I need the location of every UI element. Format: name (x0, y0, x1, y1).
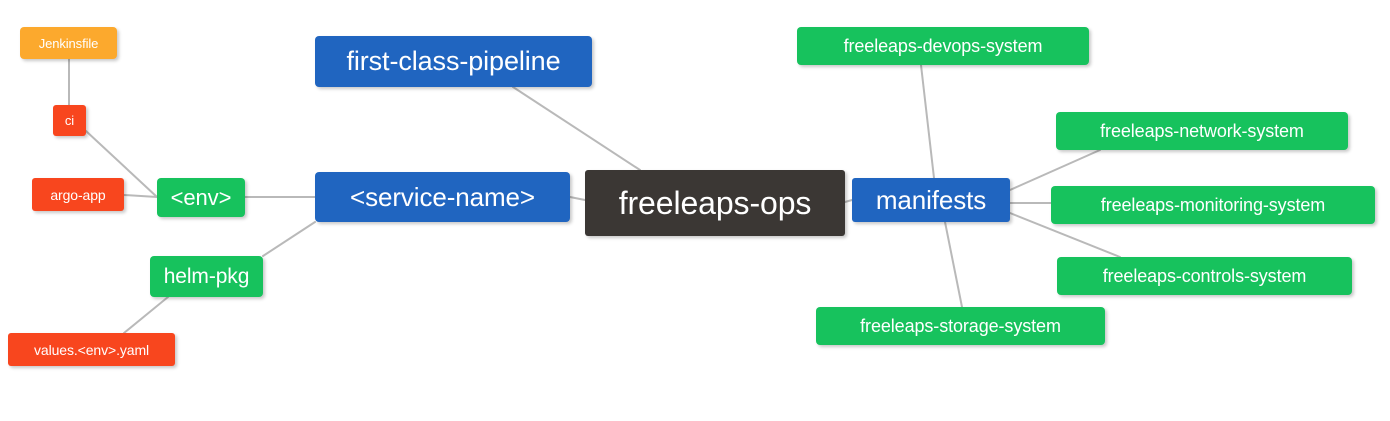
node-first-class-pipeline[interactable]: first-class-pipeline (315, 36, 592, 87)
node-argo-app[interactable]: argo-app (32, 178, 124, 211)
node-manifests[interactable]: manifests (852, 178, 1010, 222)
node-ci[interactable]: ci (53, 105, 86, 136)
edge-argo-app-to-env (123, 194, 158, 198)
edge-manifests-to-freeleaps-network-system (1009, 149, 1101, 191)
edge-first-class-pipeline-to-freeleaps-ops (512, 86, 641, 171)
node-jenkinsfile[interactable]: Jenkinsfile (20, 27, 117, 59)
node-helm-pkg[interactable]: helm-pkg (150, 256, 263, 297)
edge-helm-pkg-to-values-env-yaml (123, 296, 169, 334)
edge-manifests-to-freeleaps-storage-system (944, 221, 963, 308)
node-freeleaps-devops-system[interactable]: freeleaps-devops-system (797, 27, 1089, 65)
edge-service-name-to-helm-pkg (262, 221, 316, 257)
node-freeleaps-monitoring-system[interactable]: freeleaps-monitoring-system (1051, 186, 1375, 224)
node-env[interactable]: <env> (157, 178, 245, 217)
edge-service-name-to-freeleaps-ops (569, 196, 586, 201)
node-freeleaps-ops[interactable]: freeleaps-ops (585, 170, 845, 236)
node-freeleaps-network-system[interactable]: freeleaps-network-system (1056, 112, 1348, 150)
node-values-env-yaml[interactable]: values.<env>.yaml (8, 333, 175, 366)
edge-manifests-to-freeleaps-devops-system (920, 64, 935, 179)
node-service-name[interactable]: <service-name> (315, 172, 570, 222)
node-freeleaps-controls-system[interactable]: freeleaps-controls-system (1057, 257, 1352, 295)
edge-freeleaps-ops-to-manifests (844, 199, 853, 203)
node-freeleaps-storage-system[interactable]: freeleaps-storage-system (816, 307, 1105, 345)
